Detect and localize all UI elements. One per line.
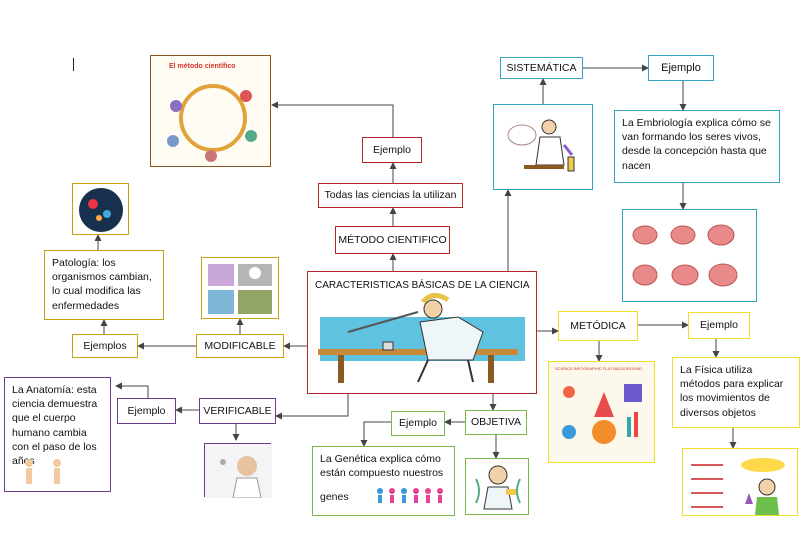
central-label: CARACTERISTICAS BÁSICAS DE LA CIENCIA bbox=[315, 280, 530, 291]
modificable-node: MODIFICABLE bbox=[196, 334, 284, 358]
fisica-image bbox=[682, 448, 798, 516]
arrow-ejemplo-anatomia bbox=[115, 382, 149, 398]
verificable-ejemplo-node: Ejemplo bbox=[117, 398, 176, 424]
embriologia-node: La Embriología explica cómo se van forma… bbox=[614, 110, 780, 183]
genetica-node: La Genética explica cómo están compuesto… bbox=[312, 446, 455, 516]
patologia-node: Patología: los organismos cambian, lo cu… bbox=[44, 250, 164, 320]
sistematica-ejemplo-node: Ejemplo bbox=[648, 55, 714, 81]
scientist-illustration bbox=[318, 293, 525, 383]
metodica-image: SCIENCE INFOGRAPHIC FLAT BACKGROUND bbox=[548, 361, 655, 463]
arrow-ejemplo-genetica bbox=[360, 421, 391, 447]
metodo-ejemplo-node: Ejemplo bbox=[362, 137, 422, 163]
metodo-image-title: El método científico bbox=[169, 63, 236, 70]
objetiva-image bbox=[465, 458, 529, 515]
modificable-image bbox=[201, 257, 279, 319]
todas-ciencias-node: Todas las ciencias la utilizan bbox=[318, 183, 463, 208]
genetica-text-line2: genes bbox=[320, 491, 349, 504]
sistematica-image bbox=[493, 104, 593, 190]
arrow-ejemplo-image bbox=[271, 101, 394, 137]
modificable-ejemplos-node: Ejemplos bbox=[72, 334, 138, 358]
sistematica-node: SISTEMÁTICA bbox=[500, 57, 583, 79]
text-cursor bbox=[73, 58, 74, 71]
genetica-text-line1: La Genética explica cómo están compuesto… bbox=[320, 453, 444, 480]
patologia-image bbox=[72, 183, 129, 235]
metodica-image-title: SCIENCE INFOGRAPHIC FLAT BACKGROUND bbox=[555, 366, 642, 371]
verificable-image bbox=[204, 443, 272, 499]
metodo-cientifico-image: El método científico bbox=[150, 55, 271, 167]
metodo-cientifico-node: MÉTODO CIENTIFICO bbox=[335, 226, 450, 254]
arrow-center-verificable bbox=[275, 394, 349, 420]
fisica-node: La Física utiliza métodos para explicar … bbox=[672, 357, 800, 428]
objetiva-ejemplo-node: Ejemplo bbox=[391, 411, 445, 436]
metodica-ejemplo-node: Ejemplo bbox=[688, 312, 750, 339]
metodica-node: METÓDICA bbox=[558, 311, 638, 341]
anatomia-text: La Anatomía: esta ciencia demuestra que … bbox=[12, 384, 98, 467]
anatomia-node: La Anatomía: esta ciencia demuestra que … bbox=[4, 377, 111, 492]
objetiva-node: OBJETIVA bbox=[465, 410, 527, 435]
central-node: CARACTERISTICAS BÁSICAS DE LA CIENCIA bbox=[307, 271, 537, 394]
embriologia-image bbox=[622, 209, 757, 302]
verificable-node: VERIFICABLE bbox=[199, 398, 276, 424]
